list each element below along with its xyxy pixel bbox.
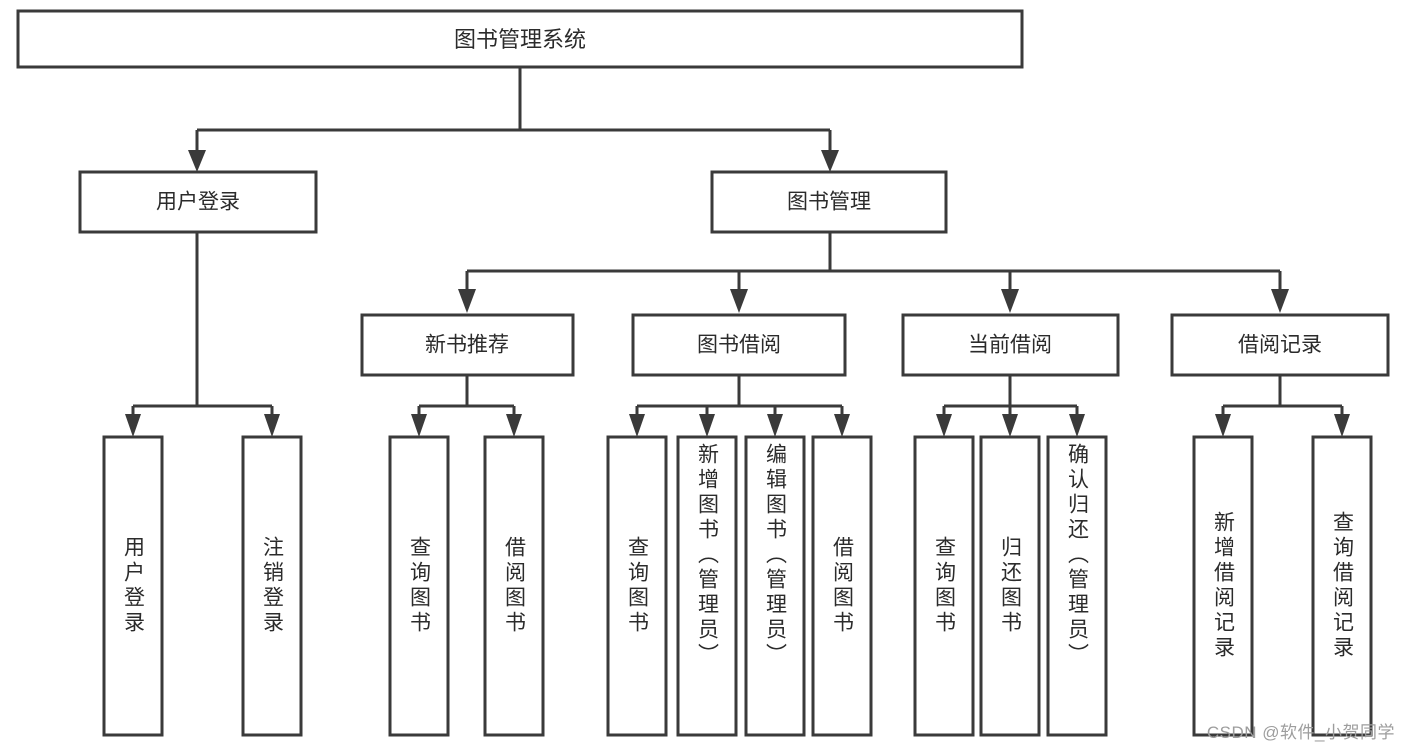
arrow-head-leaf-return-book <box>1002 414 1018 437</box>
connector-group-book-management <box>458 232 1289 313</box>
node-leaf-query-record-box[interactable] <box>1311 435 1373 737</box>
node-leaf-user-login-box[interactable] <box>102 435 164 737</box>
node-current-borrow[interactable]: 当前借阅 <box>901 313 1120 377</box>
arrow-head-user-login <box>188 150 206 172</box>
arrow-head-book-management <box>821 150 839 172</box>
node-borrow-record-box[interactable] <box>1170 313 1390 377</box>
node-root-box[interactable] <box>16 9 1024 69</box>
node-user-login[interactable]: 用户登录 <box>78 170 318 234</box>
node-leaf-borrow-book-1-box[interactable] <box>483 435 545 737</box>
arrow-head-leaf-borrow-book-1 <box>506 414 522 437</box>
arrow-head-leaf-edit-book <box>767 414 783 437</box>
node-leaf-return-book-box[interactable] <box>979 435 1041 737</box>
connector-group-borrow-record <box>1215 375 1350 437</box>
node-new-book-recommend-box[interactable] <box>360 313 575 377</box>
node-book-management[interactable]: 图书管理 <box>710 170 948 234</box>
node-new-book-recommend[interactable]: 新书推荐 <box>360 313 575 377</box>
arrow-head-leaf-logout-login <box>264 414 280 437</box>
arrow-head-leaf-query-book-2 <box>629 414 645 437</box>
arrow-head-leaf-query-book-1 <box>411 414 427 437</box>
node-borrow-record-label: 借阅记录 <box>1238 334 1322 357</box>
node-book-borrow-label: 图书借阅 <box>697 334 781 357</box>
node-borrow-record[interactable]: 借阅记录 <box>1170 313 1390 377</box>
node-leaf-query-book-1-box[interactable] <box>388 435 450 737</box>
node-leaf-borrow-book-2-box[interactable] <box>811 435 873 737</box>
arrow-head-leaf-user-login <box>125 414 141 437</box>
node-leaf-edit-book-box[interactable] <box>744 435 806 737</box>
node-user-login-label: 用户登录 <box>156 191 240 214</box>
node-root[interactable]: 图书管理系统 <box>16 9 1024 69</box>
arrow-head-current-borrow <box>1001 289 1019 313</box>
connector-group-root <box>188 67 839 172</box>
arrow-head-borrow-record <box>1271 289 1289 313</box>
node-leaf-add-book-box[interactable] <box>676 435 738 737</box>
node-leaf-query-book-3-box[interactable] <box>913 435 975 737</box>
node-new-book-recommend-label: 新书推荐 <box>425 334 509 357</box>
connector-group-user-login <box>125 232 280 437</box>
node-user-login-box[interactable] <box>78 170 318 234</box>
arrow-head-leaf-query-record <box>1334 414 1350 437</box>
node-root-label: 图书管理系统 <box>454 27 586 52</box>
csdn-watermark: CSDN @软件_小贺同学 <box>1206 723 1395 742</box>
arrow-head-leaf-confirm-return <box>1069 414 1085 437</box>
node-leaf-logout-login-box[interactable] <box>241 435 303 737</box>
node-current-borrow-label: 当前借阅 <box>968 334 1052 357</box>
node-book-management-label: 图书管理 <box>787 191 871 214</box>
arrow-head-new-book-recommend <box>458 289 476 313</box>
arrow-head-leaf-query-book-3 <box>936 414 952 437</box>
node-current-borrow-box[interactable] <box>901 313 1120 377</box>
arrow-head-leaf-add-book <box>699 414 715 437</box>
node-leaf-add-record-box[interactable] <box>1192 435 1254 737</box>
node-book-management-box[interactable] <box>710 170 948 234</box>
arrow-head-leaf-add-record <box>1215 414 1231 437</box>
connector-group-new-book-recommend <box>411 375 522 437</box>
node-leaf-confirm-return-box[interactable] <box>1046 435 1108 737</box>
connector-group-current-borrow <box>936 375 1085 437</box>
node-leaf-query-book-2-box[interactable] <box>606 435 668 737</box>
arrow-head-book-borrow <box>730 289 748 313</box>
arrow-head-leaf-borrow-book-2 <box>834 414 850 437</box>
connector-group-book-borrow <box>629 375 850 437</box>
node-book-borrow-box[interactable] <box>631 313 847 377</box>
node-book-borrow[interactable]: 图书借阅 <box>631 313 847 377</box>
